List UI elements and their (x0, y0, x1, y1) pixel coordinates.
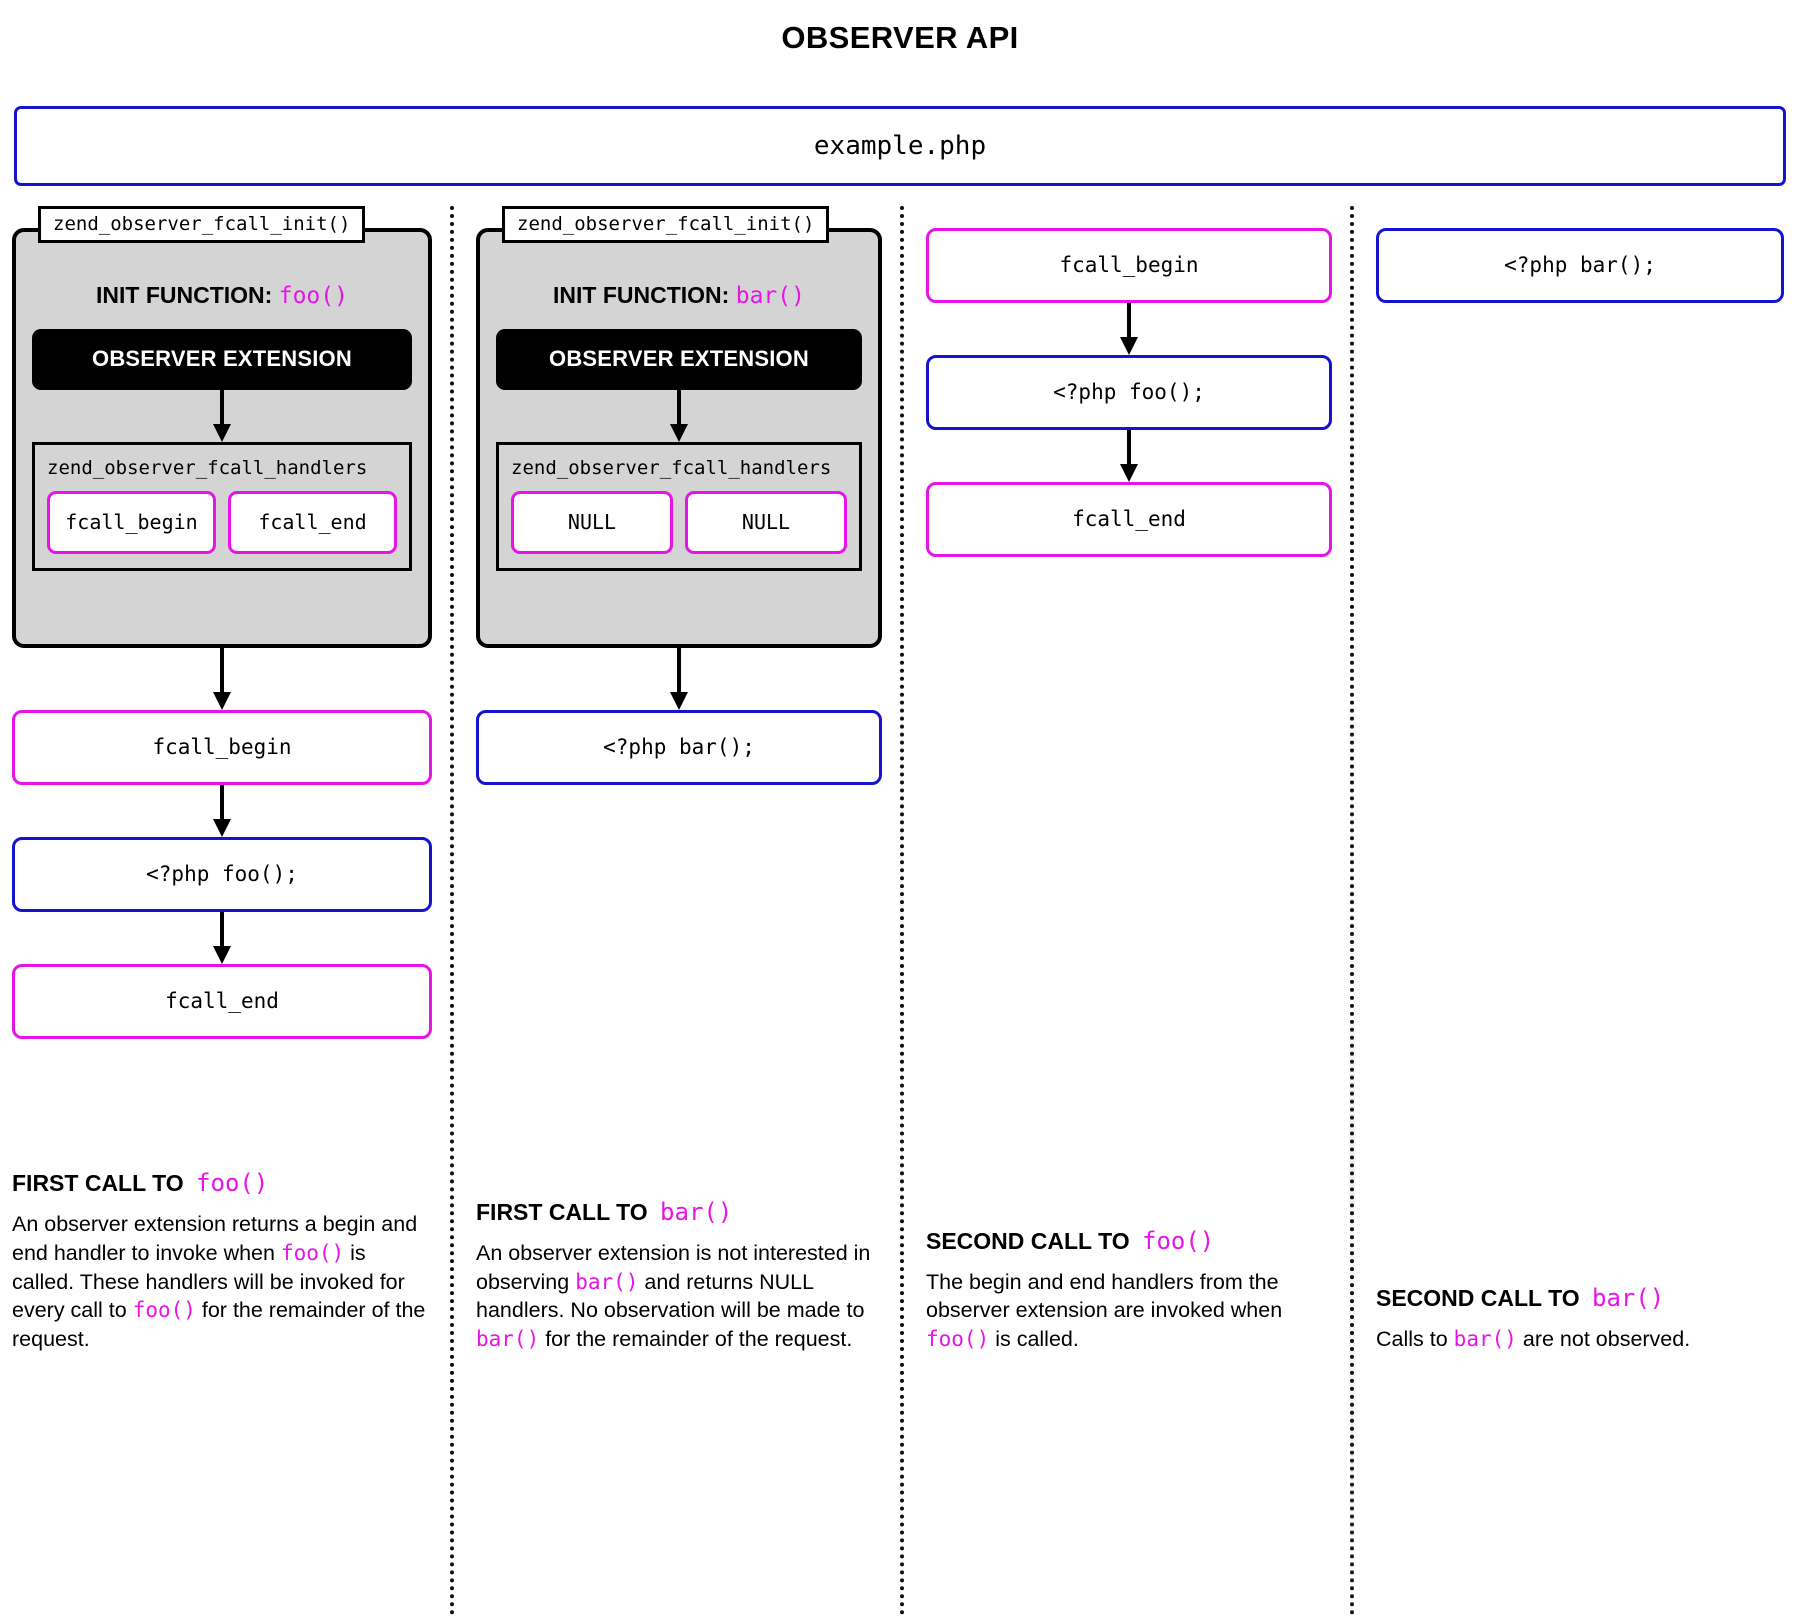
inline-text: for the remainder of the request. (12, 1298, 426, 1352)
handlers-struct-title: zend_observer_fcall_handlers (511, 457, 832, 479)
caption-title-prefix: SECOND CALL TO (926, 1227, 1130, 1254)
handlers-row: NULL NULL (511, 491, 847, 554)
caption-title-function: bar() (1592, 1284, 1665, 1313)
column-first-call-foo: zend_observer_fcall_init() INIT FUNCTION… (0, 206, 450, 1616)
flow-box-3: fcall_end (12, 964, 432, 1039)
inline-code: bar() (575, 1269, 639, 1294)
flow-box-1: fcall_begin (12, 710, 432, 785)
inline-text: for the remainder of the request. (539, 1327, 853, 1352)
handlers-row: fcall_begin fcall_end (47, 491, 397, 554)
down-arrow-icon (1120, 430, 1138, 482)
caption-title: FIRST CALL TO bar() (476, 1198, 886, 1226)
inline-text: Calls to (1376, 1327, 1454, 1352)
inline-code: foo() (926, 1327, 990, 1352)
handler-box-end: NULL (685, 491, 847, 554)
down-arrow-icon (670, 648, 688, 710)
init-function-name: foo() (278, 283, 348, 309)
caption-second-call-bar: SECOND CALL TO bar() Calls to bar() are … (1354, 1284, 1800, 1354)
init-function-line: INIT FUNCTION: bar() (496, 282, 862, 309)
arrow-ext-to-handlers (32, 390, 412, 442)
caption-title-function: foo() (196, 1169, 269, 1198)
caption-body: An observer extension is not interested … (476, 1239, 886, 1354)
caption-first-call-foo: FIRST CALL TO foo() An observer extensio… (0, 1169, 450, 1354)
init-card: zend_observer_fcall_init() INIT FUNCTION… (476, 206, 882, 648)
caption-first-call-bar: FIRST CALL TO bar() An observer extensio… (454, 1198, 900, 1354)
caption-title-function: foo() (1142, 1226, 1215, 1255)
arrow-card-to-flow (12, 648, 432, 710)
inline-text: An observer extension returns a begin an… (12, 1212, 418, 1265)
down-arrow-icon (213, 912, 231, 964)
caption-body: Calls to bar() are not observed. (1376, 1325, 1790, 1354)
arrow-ext-to-handlers (496, 390, 862, 442)
page-title: OBSERVER API (781, 20, 1019, 55)
handlers-struct-title: zend_observer_fcall_handlers (47, 457, 368, 479)
inline-code: bar() (1453, 1327, 1517, 1352)
caption-title-prefix: FIRST CALL TO (12, 1170, 184, 1197)
caption-body: The begin and end handlers from the obse… (926, 1268, 1338, 1354)
arrow-flow-2-3 (926, 430, 1332, 482)
observer-extension-box: OBSERVER EXTENSION (32, 329, 412, 390)
arrow-flow-1-2 (926, 303, 1332, 355)
flow-box-2: <?php foo(); (926, 355, 1332, 430)
observer-extension-box: OBSERVER EXTENSION (496, 329, 862, 390)
flow-box-1: <?php bar(); (1376, 228, 1784, 303)
inline-text: are not observed. (1516, 1327, 1691, 1352)
caption-title-prefix: SECOND CALL TO (1376, 1285, 1580, 1312)
down-arrow-icon (213, 390, 231, 442)
handlers-struct: zend_observer_fcall_handlers NULL NULL (496, 442, 862, 571)
init-card-label: zend_observer_fcall_init() (38, 206, 366, 243)
inline-text: An observer extension is not interested … (476, 1240, 871, 1294)
inline-text: The begin and end handlers from the obse… (926, 1269, 1283, 1323)
caption-title-function: bar() (660, 1197, 733, 1226)
inline-text: is called. (989, 1327, 1079, 1352)
column-second-call-bar: <?php bar(); SECOND CALL TO bar() Calls … (1350, 206, 1800, 1616)
init-function-line: INIT FUNCTION: foo() (32, 282, 412, 309)
flow-box-2: <?php foo(); (12, 837, 432, 912)
down-arrow-icon (213, 648, 231, 710)
columns-container: zend_observer_fcall_init() INIT FUNCTION… (0, 206, 1800, 1616)
down-arrow-icon (670, 390, 688, 442)
init-card-label: zend_observer_fcall_init() (502, 206, 830, 243)
flow-box-1: fcall_begin (926, 228, 1332, 303)
init-function-prefix: INIT FUNCTION: (553, 282, 730, 308)
inline-text: is called. These handlers will be invoke… (12, 1240, 405, 1323)
caption-second-call-foo: SECOND CALL TO foo() The begin and end h… (904, 1227, 1350, 1354)
init-function-prefix: INIT FUNCTION: (96, 282, 273, 308)
arrow-card-to-flow (476, 648, 882, 710)
caption-title: SECOND CALL TO foo() (926, 1227, 1338, 1255)
init-function-name: bar() (735, 283, 805, 309)
column-first-call-bar: zend_observer_fcall_init() INIT FUNCTION… (450, 206, 900, 1616)
caption-title: FIRST CALL TO foo() (12, 1169, 432, 1197)
caption-title-prefix: FIRST CALL TO (476, 1198, 648, 1225)
arrow-flow-1-2 (12, 785, 432, 837)
handler-box-begin: fcall_begin (47, 491, 216, 554)
init-card: zend_observer_fcall_init() INIT FUNCTION… (12, 206, 432, 648)
flow-box-3: fcall_end (926, 482, 1332, 557)
caption-body: An observer extension returns a begin an… (12, 1210, 432, 1354)
inline-code: bar() (476, 1327, 540, 1352)
inline-code: foo() (280, 1240, 345, 1265)
handler-box-end: fcall_end (228, 491, 397, 554)
column-second-call-foo: fcall_begin <?php foo(); fcall_end SECON… (900, 206, 1350, 1616)
handler-box-begin: NULL (511, 491, 673, 554)
flow-box-1: <?php bar(); (476, 710, 882, 785)
file-banner: example.php (14, 106, 1786, 186)
caption-title: SECOND CALL TO bar() (1376, 1284, 1790, 1312)
arrow-flow-2-3 (12, 912, 432, 964)
file-banner-label: example.php (813, 131, 987, 161)
down-arrow-icon (1120, 303, 1138, 355)
inline-text: and returns NULL handlers. No observatio… (476, 1269, 865, 1323)
inline-code: foo() (132, 1298, 196, 1323)
down-arrow-icon (213, 785, 231, 837)
handlers-struct: zend_observer_fcall_handlers fcall_begin… (32, 442, 412, 571)
